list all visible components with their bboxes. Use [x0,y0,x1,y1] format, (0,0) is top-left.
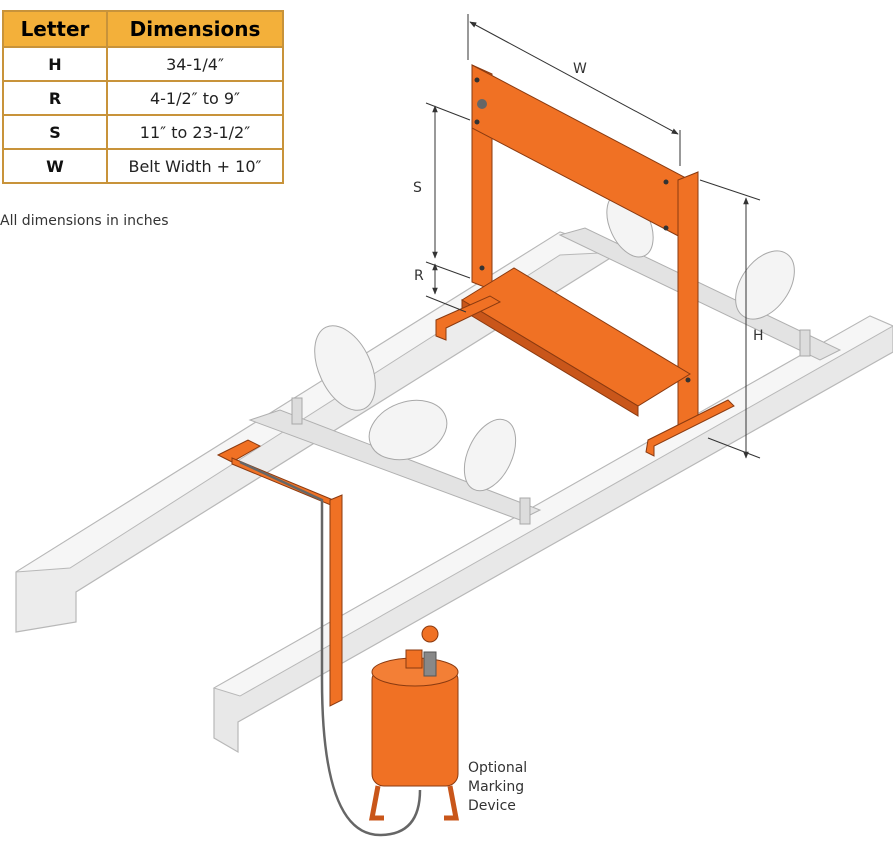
table-header-row: Letter Dimensions [2,10,284,48]
row-letter: S [2,114,108,150]
right-post [677,171,699,431]
back-stringer-top [15,231,621,573]
roller-right [463,418,517,492]
knob [477,99,487,109]
table-row: S 11″ to 23-1/2″ [2,114,284,150]
dimensions-note: All dimensions in inches [0,213,169,229]
callout-line-2: Marking [468,779,524,795]
marking-device [216,439,460,837]
top-crossbar [471,64,687,241]
front-idler [248,325,542,525]
callout-line-1: Optional [468,760,527,776]
dimensions-table: Letter Dimensions H 34-1/4″ R 4-1/2″ to … [2,10,284,184]
table-row: R 4-1/2″ to 9″ [2,80,284,116]
label-h: H [753,328,764,344]
front-stringer-top [212,315,893,697]
idler-base [248,409,542,521]
row-dimension: Belt Width + 10″ [106,148,284,184]
row-dimension: 4-1/2″ to 9″ [106,80,284,116]
shelf [461,267,691,407]
right-foot [645,399,735,457]
header-letter: Letter [2,10,108,48]
row-letter: H [2,46,108,82]
row-letter: R [2,80,108,116]
roller-left [314,325,376,411]
label-s: S [413,180,422,196]
table-row: H 34-1/4″ [2,46,284,82]
label-w: W [573,61,587,77]
dimension-lines [425,14,761,459]
label-r: R [414,268,424,284]
row-letter: W [2,148,108,184]
left-foot [435,295,502,341]
dim-w [469,21,679,135]
hose [239,460,422,837]
header-dimensions: Dimensions [106,10,284,48]
table-row: W Belt Width + 10″ [2,148,284,184]
row-dimension: 11″ to 23-1/2″ [106,114,284,150]
roller-center [368,399,448,461]
spray-bar-bracket [216,439,262,463]
hose-mount-post [329,494,343,707]
valve-icon [421,625,439,643]
row-dimension: 34-1/4″ [106,46,284,82]
callout-line-3: Device [468,798,516,814]
